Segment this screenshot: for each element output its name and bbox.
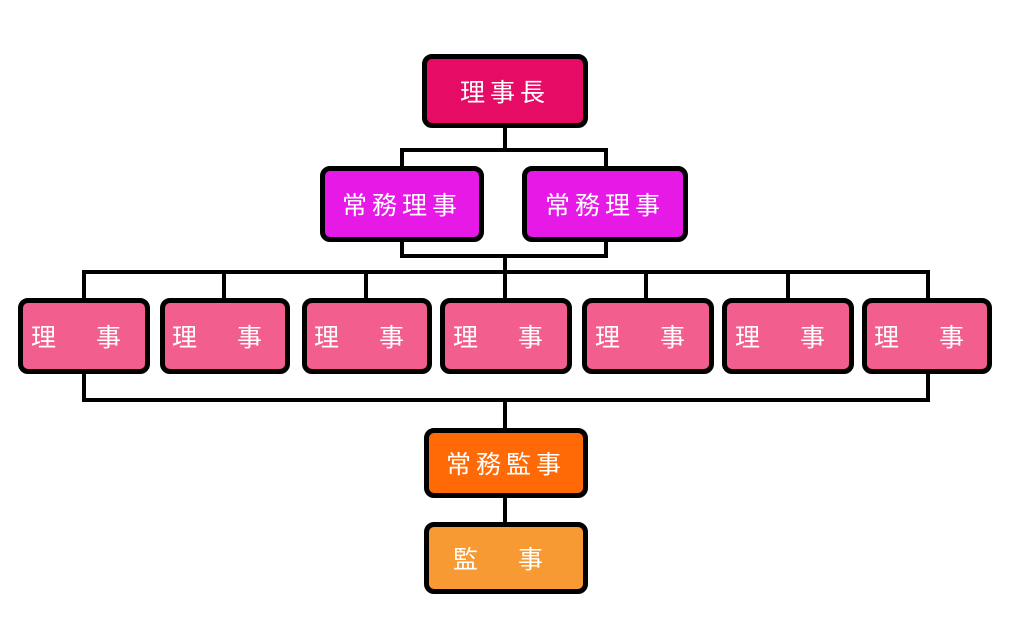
director-box: 理 事 — [160, 298, 290, 374]
director-label: 理 事 — [314, 323, 420, 352]
director-label: 理 事 — [595, 323, 701, 352]
auditor-box: 監 事 — [424, 522, 588, 594]
managing-director-label: 常務理事 — [544, 191, 665, 220]
managing-director-box: 常務理事 — [320, 166, 484, 242]
director-label: 理 事 — [172, 323, 278, 352]
auditor-label: 監 事 — [453, 545, 559, 574]
director-box: 理 事 — [862, 298, 992, 374]
director-label: 理 事 — [874, 323, 980, 352]
managing-auditor-label: 常務監事 — [445, 450, 566, 479]
director-box: 理 事 — [722, 298, 854, 374]
director-box: 理 事 — [302, 298, 432, 374]
managing-auditor-box: 常務監事 — [424, 428, 588, 498]
director-box: 理 事 — [440, 298, 572, 374]
director-box: 理 事 — [18, 298, 150, 374]
director-label: 理 事 — [31, 323, 137, 352]
director-label: 理 事 — [735, 323, 841, 352]
chairman-label: 理事長 — [459, 78, 550, 107]
chairman-box: 理事長 — [422, 54, 588, 128]
managing-director-box: 常務理事 — [522, 166, 688, 242]
director-box: 理 事 — [582, 298, 714, 374]
managing-director-label: 常務理事 — [341, 191, 462, 220]
director-label: 理 事 — [453, 323, 559, 352]
